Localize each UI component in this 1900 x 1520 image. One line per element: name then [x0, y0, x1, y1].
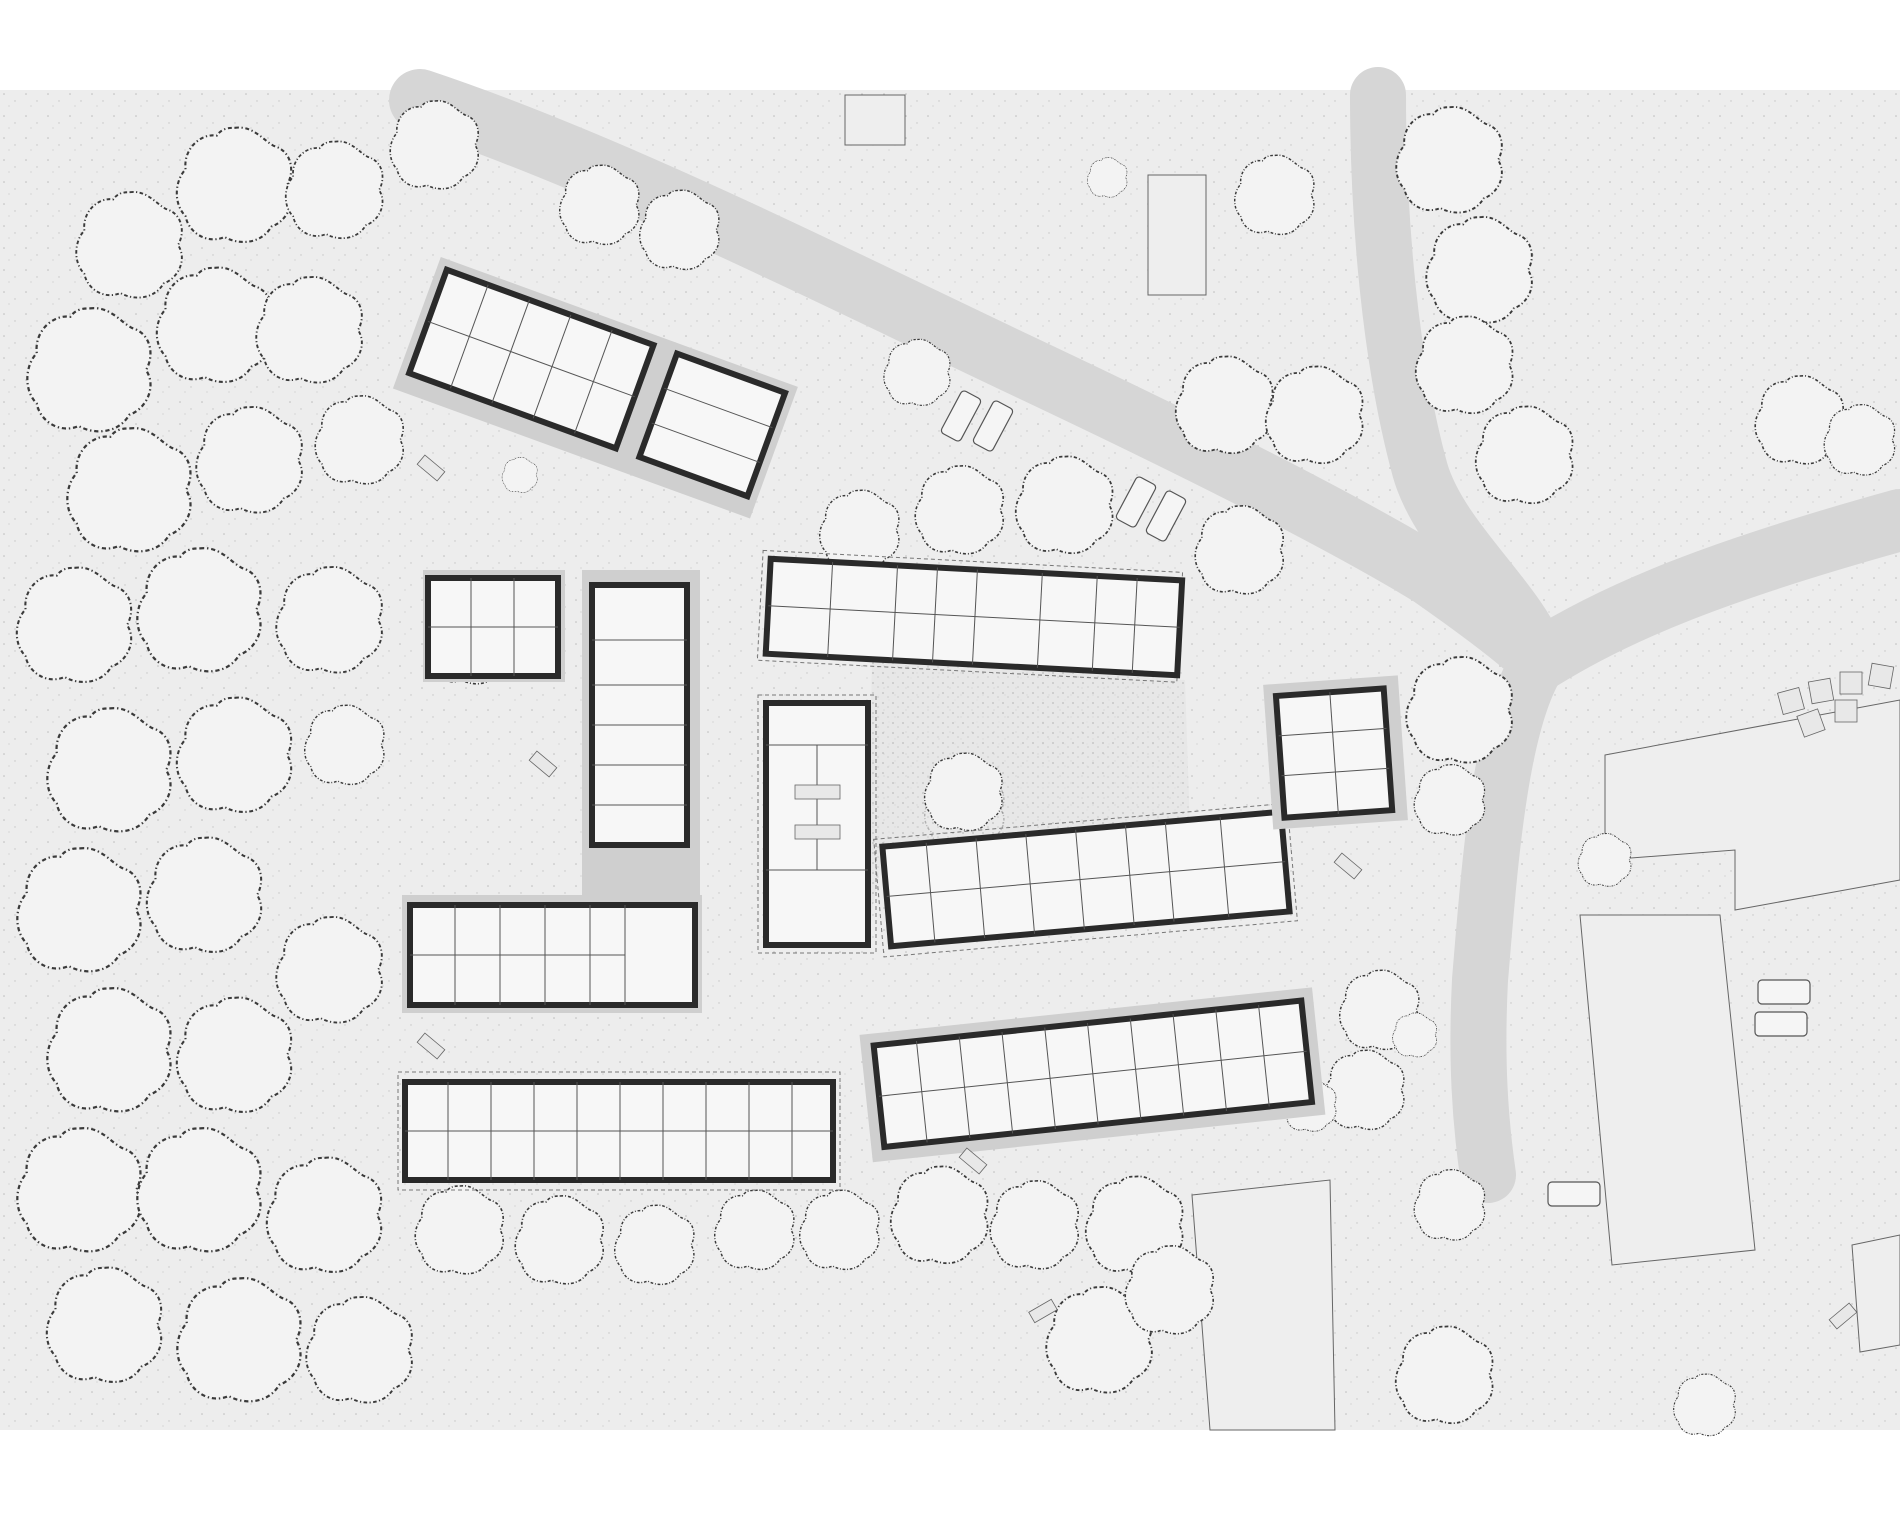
building-east-small: [1263, 675, 1408, 830]
farm-fields: [844, 94, 1900, 1431]
building-courtyard-south: [873, 802, 1298, 958]
building-courtyard-north: [756, 549, 1186, 683]
building-courtyard-west: [757, 694, 877, 954]
benches: [416, 454, 1858, 1330]
building-west-lower: [402, 895, 702, 1013]
courtyard: [868, 660, 1190, 930]
building-west-small: [423, 570, 565, 682]
parking-north: [940, 390, 1187, 542]
storage-pads: [1777, 662, 1895, 738]
building-north-west: [392, 256, 798, 519]
building-south-row: [397, 1071, 841, 1191]
building-south-east-row: [859, 987, 1326, 1163]
parking-east: [1547, 979, 1811, 1207]
